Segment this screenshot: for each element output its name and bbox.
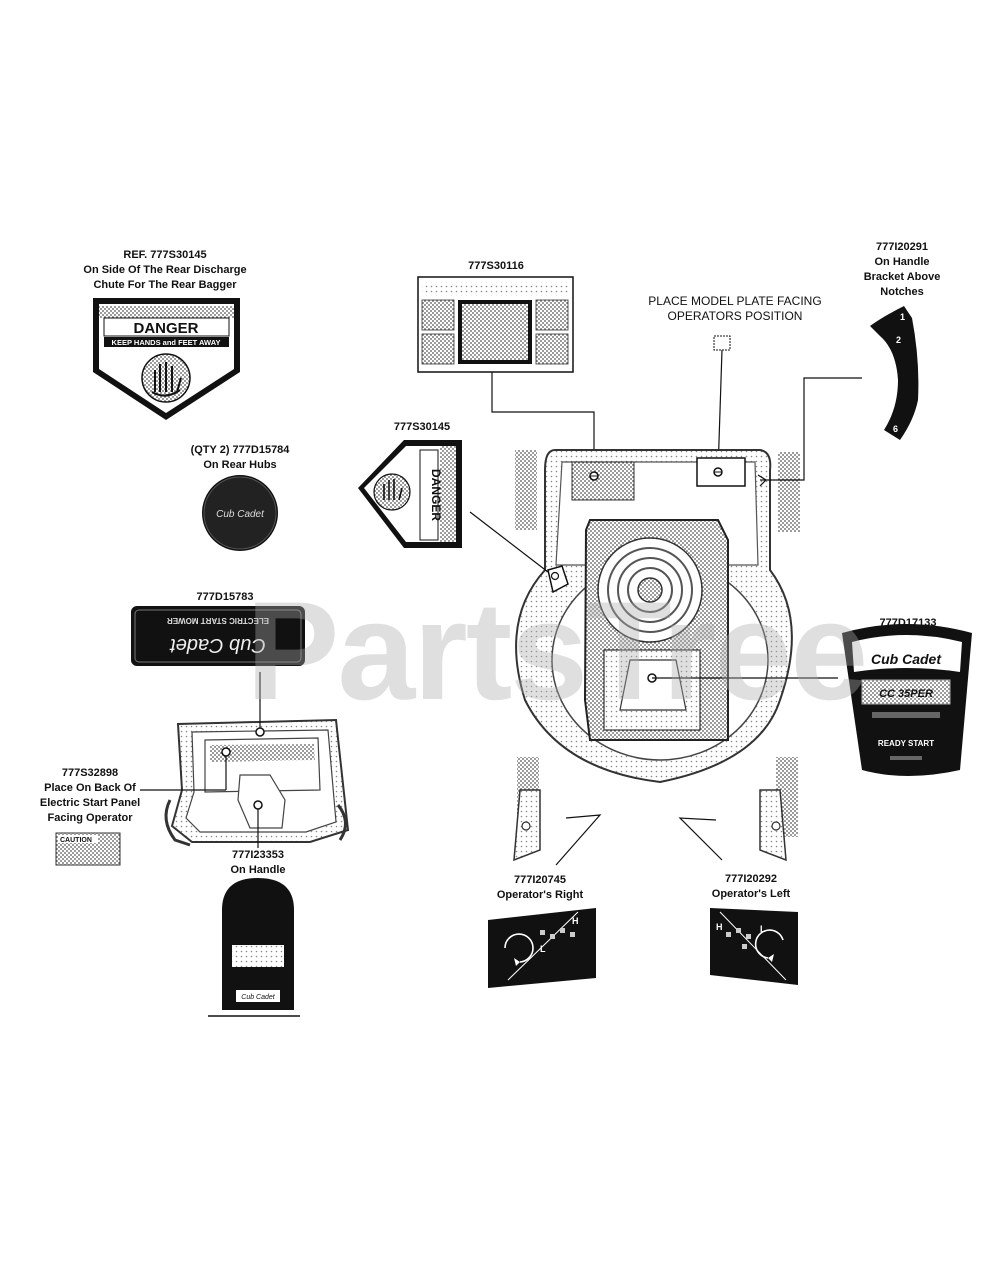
notch-6: 6 bbox=[893, 424, 898, 434]
label-on-handle: 777I23353 On Handle bbox=[230, 849, 286, 876]
keep-away-text: KEEP HANDS and FEET AWAY bbox=[112, 338, 221, 347]
notch-2: 2 bbox=[896, 335, 901, 345]
right-panel-decal: Cub Cadet CC 35PER READY START bbox=[842, 624, 972, 776]
notch-3: 3 bbox=[880, 357, 885, 367]
handle-brand-text: Cub Cadet bbox=[241, 994, 276, 1001]
right-height-low: L bbox=[540, 944, 546, 954]
label-place-on-back: 777S32898 Place On Back Of Electric Star… bbox=[39, 767, 141, 824]
label-electric-start-decal: 777D15783 bbox=[196, 591, 254, 603]
hub-brand-text: Cub Cadet bbox=[216, 509, 265, 520]
ready-start-text: READY START bbox=[878, 739, 934, 748]
rear-hub-decal: Cub Cadet bbox=[202, 475, 278, 551]
danger-text: DANGER bbox=[133, 320, 198, 337]
on-handle-decal: Cub Cadet bbox=[208, 878, 300, 1017]
side-danger-decal: DANGER bbox=[358, 440, 462, 548]
leader-lines bbox=[469, 377, 862, 866]
left-height-high: H bbox=[716, 922, 723, 932]
label-handle-bracket: 777I20291 On Handle Bracket Above Notche… bbox=[863, 241, 941, 298]
handle-panel-drawing bbox=[140, 672, 350, 848]
label-ref-rear-discharge: REF. 777S30145 On Side Of The Rear Disch… bbox=[83, 249, 247, 291]
electric-start-text: ELECTRIC START MOWER bbox=[167, 616, 269, 625]
mower-drawing bbox=[513, 449, 800, 862]
left-height-low: L bbox=[760, 924, 766, 934]
panel-model-text: CC 35PER bbox=[879, 688, 933, 700]
operators-left-decal: H L bbox=[710, 908, 798, 985]
top-warning-decal bbox=[417, 276, 595, 474]
label-side-decal: 777S30145 bbox=[393, 421, 451, 433]
danger-decal-rear-discharge: DANGER KEEP HANDS and FEET AWAY bbox=[93, 298, 240, 420]
caution-text: CAUTION bbox=[60, 837, 92, 844]
panel-brand-text: Cub Cadet bbox=[871, 651, 942, 667]
handle-bracket-decal: 1 2 3 4 5 6 bbox=[870, 306, 919, 440]
height-arrows-right-icon bbox=[540, 928, 575, 939]
hand-warning-icon bbox=[151, 362, 182, 397]
watermark: PartsTree bbox=[246, 572, 868, 729]
electric-start-decal: ELECTRIC START MOWER Cub Cadet bbox=[131, 606, 305, 666]
caution-decal: CAUTION bbox=[55, 832, 121, 866]
side-hand-warning-icon bbox=[383, 479, 403, 501]
height-arrows-left-icon bbox=[726, 928, 751, 949]
notch-5: 5 bbox=[884, 402, 889, 412]
label-operators-right: 777I20745 Operator's Right bbox=[496, 874, 584, 901]
label-right-panel: 777D17133 bbox=[879, 617, 937, 629]
label-rear-hubs: (QTY 2) 777D15784 On Rear Hubs bbox=[190, 444, 290, 471]
side-danger-text: DANGER bbox=[429, 469, 443, 521]
label-top-decal: 777S30116 bbox=[468, 260, 524, 272]
electric-start-brand-text: Cub Cadet bbox=[169, 634, 266, 656]
label-operators-left: 777I20292 Operator's Left bbox=[711, 873, 791, 900]
notch-4: 4 bbox=[880, 380, 885, 390]
operators-right-decal: H L bbox=[488, 908, 596, 988]
label-model-plate: PLACE MODEL PLATE FACING OPERATORS POSIT… bbox=[648, 294, 822, 323]
right-height-high: H bbox=[572, 916, 579, 926]
notch-1: 1 bbox=[900, 312, 905, 322]
